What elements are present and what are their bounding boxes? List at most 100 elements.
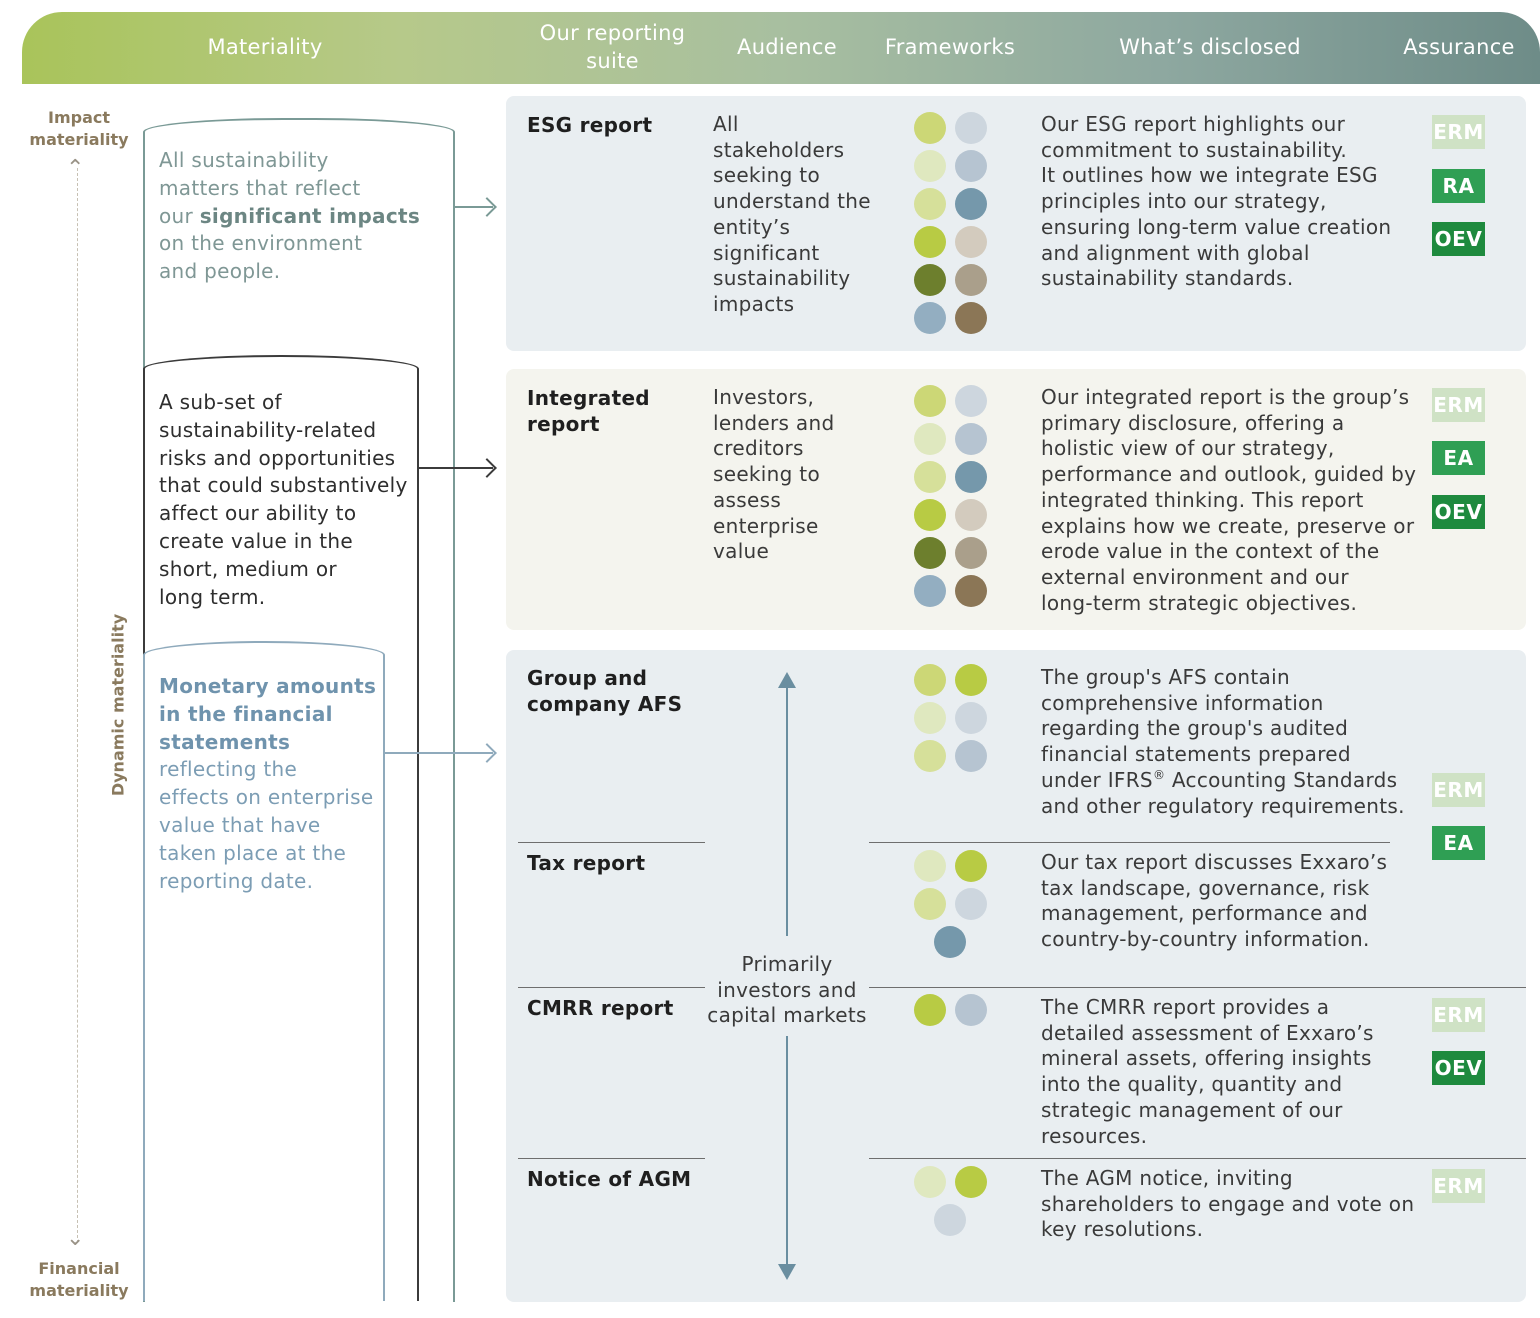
assurance-badge-erm: ERM	[1432, 998, 1485, 1032]
framework-dot	[955, 264, 987, 296]
assurance-badge-erm: ERM	[1432, 1169, 1485, 1203]
monetary-text-line: effects on enterprise	[159, 785, 374, 810]
financial-materiality-label-line1: Financial	[38, 1259, 120, 1278]
header-frameworks: Frameworks	[884, 35, 1016, 59]
audience-line: seeking to	[713, 163, 820, 188]
shared-audience-line: Primarily	[741, 952, 833, 976]
audience-line: enterprise	[713, 513, 819, 538]
tax-report-title: Tax report	[527, 851, 646, 875]
disclosure-line: It outlines how we integrate ESG	[1041, 163, 1378, 188]
impact-text-emphasis: significant impacts	[199, 203, 421, 228]
subset-text-line: create value in the	[159, 528, 353, 553]
disclosure-line: explains how we create, preserve or	[1041, 513, 1415, 538]
assurance-badge-oev: OEV	[1432, 222, 1485, 256]
subset-text-line: A sub-set of	[159, 390, 282, 414]
audience-line: entity’s	[713, 214, 791, 239]
disclosure-line: The AGM notice, inviting	[1041, 1166, 1293, 1190]
disclosure-line: country-by-country information.	[1041, 927, 1370, 952]
cmrr-report-title: CMRR report	[527, 996, 674, 1020]
framework-dot	[955, 702, 987, 734]
framework-dot	[914, 385, 946, 417]
disclosure-fragment: Accounting Standards	[1165, 767, 1398, 792]
title-line: Integrated	[527, 386, 650, 410]
monetary-text-emphasis: Monetary amounts	[159, 674, 377, 698]
row-separator	[518, 1158, 705, 1159]
audience-line: stakeholders	[713, 137, 845, 162]
disclosure-line: integrated thinking. This report	[1041, 487, 1364, 512]
cmrr-report-disclosure: The CMRR report provides a detailed asse…	[1041, 995, 1374, 1149]
monetary-text-line: taken place at the	[159, 840, 347, 865]
header-reporting-suite-line2: suite	[586, 49, 639, 73]
axis-up-arrow-icon: ⌃	[66, 156, 85, 181]
header-materiality: Materiality	[207, 35, 323, 59]
header-audience: Audience	[737, 35, 837, 59]
esg-report-disclosure: Our ESG report highlights our commitment…	[1041, 112, 1391, 292]
impact-text-line: our significant impacts	[159, 203, 420, 231]
framework-dot	[955, 1166, 987, 1198]
registered-mark: ®	[1152, 767, 1166, 782]
subset-text-line: risks and opportunities	[159, 445, 396, 470]
assurance-badge-ra: RA	[1432, 169, 1485, 203]
framework-dot	[955, 537, 987, 569]
audience-line: value	[713, 539, 770, 564]
framework-dot	[914, 150, 946, 182]
esg-report-audience: All stakeholders seeking to understand t…	[713, 112, 871, 318]
shared-audience-line: investors and	[717, 977, 857, 1002]
audience-up-arrow-icon	[778, 672, 796, 688]
framework-dot	[955, 423, 987, 455]
impact-materiality-label-line1: Impact	[47, 108, 110, 127]
integrated-report-panel	[506, 369, 1526, 630]
disclosure-line: into the quality, quantity and	[1041, 1072, 1343, 1097]
dynamic-axis-line	[77, 168, 78, 1243]
framework-dot	[955, 664, 987, 696]
audience-line: lenders and	[713, 410, 835, 435]
framework-dot	[934, 1204, 966, 1236]
disclosure-line: under IFRS® Accounting Standards	[1041, 768, 1405, 794]
impact-materiality-label: Impact materiality	[20, 107, 138, 151]
disclosure-line: detailed assessment of Exxaro’s	[1041, 1020, 1374, 1045]
row-separator	[869, 842, 1390, 843]
assurance-badge-erm: ERM	[1432, 388, 1485, 422]
impact-text-line: matters that reflect	[159, 175, 361, 200]
audience-line: creditors	[713, 436, 804, 461]
disclosure-line: strategic management of our	[1041, 1097, 1343, 1122]
axis-down-arrow-icon: ⌄	[66, 1226, 85, 1251]
disclosure-line: management, performance and	[1041, 901, 1368, 926]
disclosure-line: and other regulatory requirements.	[1041, 793, 1405, 818]
assurance-badge-oev: OEV	[1432, 495, 1485, 529]
framework-dot	[914, 575, 946, 607]
subset-text-line: affect our ability to	[159, 501, 357, 526]
audience-line: impacts	[713, 291, 795, 316]
subset-connector	[419, 467, 493, 469]
subset-text-line: long term.	[159, 584, 266, 609]
disclosure-line: tax landscape, governance, risk	[1041, 875, 1370, 900]
integrated-report-title: Integrated report	[527, 385, 650, 437]
assurance-badge-ea: EA	[1432, 441, 1485, 475]
audience-line: assess	[713, 487, 782, 512]
disclosure-line: performance and outlook, guided by	[1041, 462, 1417, 487]
tax-report-disclosure: Our tax report discusses Exxaro’s tax la…	[1041, 850, 1387, 953]
framework-dot	[955, 850, 987, 882]
disclosure-line: commitment to sustainability.	[1041, 137, 1348, 162]
framework-dot	[955, 302, 987, 334]
framework-dot	[914, 499, 946, 531]
financial-materiality-shape	[143, 641, 385, 1301]
disclosure-line: external environment and our	[1041, 564, 1349, 589]
disclosure-line: financial statements prepared	[1041, 742, 1351, 767]
header-reporting-suite-line1: Our reporting	[539, 21, 686, 45]
impact-connector	[455, 206, 493, 208]
framework-dot	[914, 423, 946, 455]
header-reporting-suite: Our reporting suite	[525, 19, 700, 75]
title-line: company AFS	[527, 692, 683, 716]
framework-dot	[914, 537, 946, 569]
disclosure-line: The group's AFS contain	[1041, 665, 1290, 689]
disclosure-line: ensuring long-term value creation	[1041, 214, 1392, 239]
esg-report-title: ESG report	[527, 113, 653, 137]
monetary-text-emphasis: statements	[159, 729, 291, 754]
header-disclosed: What’s disclosed	[1119, 35, 1301, 59]
row-separator	[518, 842, 705, 843]
disclosure-line: sustainability standards.	[1041, 266, 1294, 291]
monetary-text-emphasis: in the financial	[159, 701, 333, 726]
audience-line: seeking to	[713, 462, 820, 487]
afs-report-title: Group and company AFS	[527, 665, 682, 717]
